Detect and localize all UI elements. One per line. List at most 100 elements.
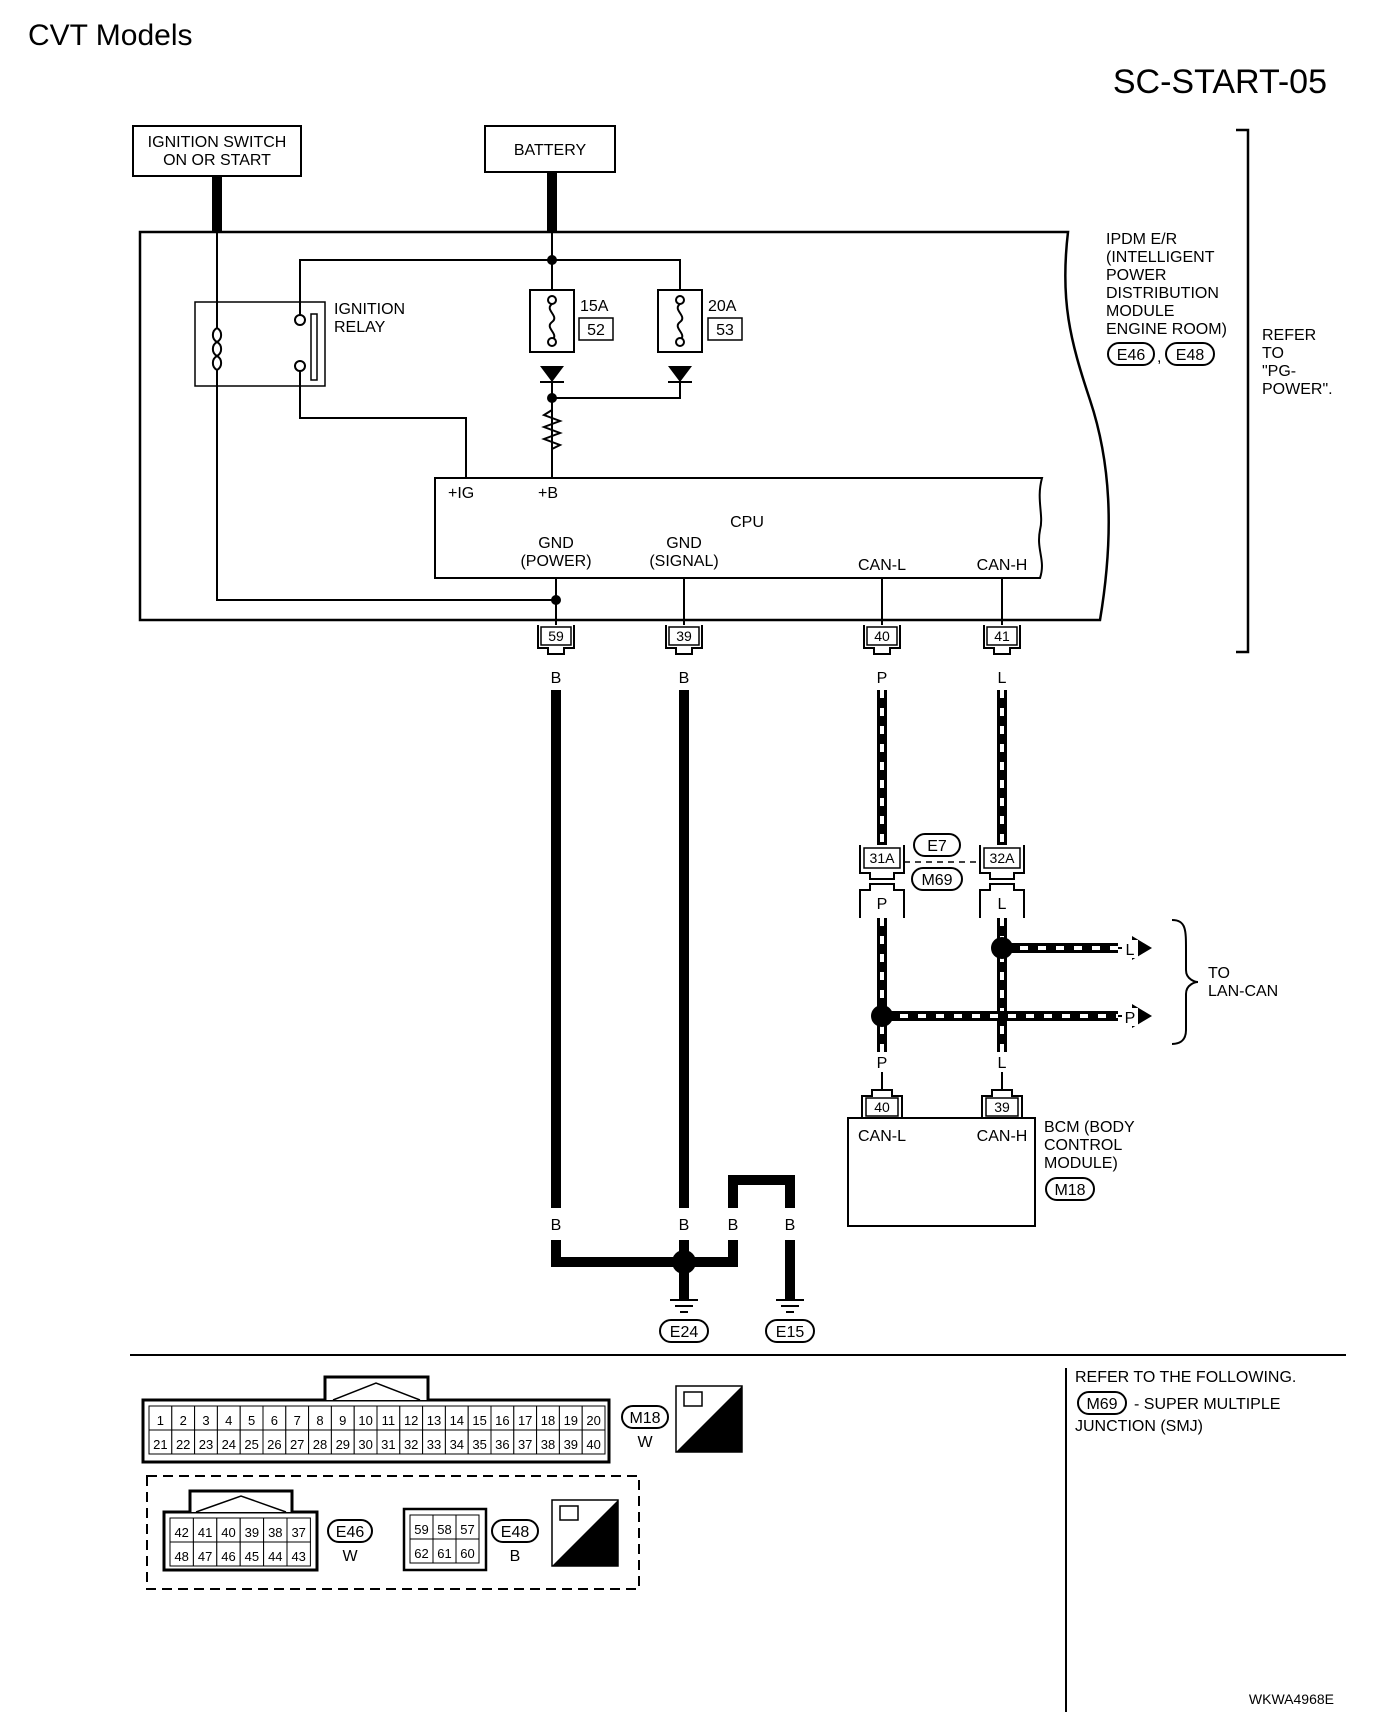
can-h-splice-dot xyxy=(991,937,1013,959)
pin-number: 59 xyxy=(414,1522,428,1537)
legend-e46-badge xyxy=(327,1519,373,1543)
bcm-terminal-39-label: 39 xyxy=(994,1099,1010,1115)
refer-pg-power: REFER TO "PG- POWER". xyxy=(1262,327,1333,398)
ground-symbol-icon xyxy=(776,1299,804,1313)
connector-e48-badge xyxy=(1165,342,1215,366)
pin-number: 6 xyxy=(271,1413,278,1428)
ignition-relay-box xyxy=(194,301,326,387)
battery-box xyxy=(484,125,616,173)
refer-m69-label: M69 xyxy=(1086,1396,1117,1413)
lan-can-brace xyxy=(1171,919,1199,1045)
pin-number: 5 xyxy=(248,1413,255,1428)
bcm-m18-label: M18 xyxy=(1054,1182,1085,1199)
harness-side-icon: H.S. xyxy=(675,1385,743,1453)
terminal-41 xyxy=(983,625,1021,655)
lan-can-label-1: TO xyxy=(1208,965,1230,982)
svg-text:"PG-: "PG- xyxy=(1262,363,1296,380)
pin-number: 3 xyxy=(202,1413,209,1428)
terminal-32a xyxy=(979,845,1025,918)
junction-dot xyxy=(547,393,557,403)
cpu-gnd-signal-2: (SIGNAL) xyxy=(649,553,718,570)
svg-text:REFER: REFER xyxy=(1262,327,1316,344)
terminal-31a xyxy=(859,845,905,918)
connector-e46-label: E46 xyxy=(1117,347,1146,364)
pin-number: 34 xyxy=(450,1437,464,1452)
pin-number: 18 xyxy=(541,1413,555,1428)
cpu-gnd-power-2: (POWER) xyxy=(520,553,591,570)
pin-number: 47 xyxy=(198,1549,212,1564)
fuse-15a xyxy=(529,289,575,383)
bcm-box xyxy=(847,1117,1036,1227)
legend-m18-label: M18 xyxy=(629,1410,660,1427)
resistor-icon xyxy=(541,409,563,450)
ground-e15-badge xyxy=(765,1319,815,1343)
ipdm-bracket xyxy=(1236,128,1250,654)
legend-e48-color: B xyxy=(510,1548,521,1565)
bcm-label: BCM (BODY CONTROL MODULE) xyxy=(1044,1119,1135,1172)
smj-e7-label: E7 xyxy=(927,838,947,855)
junction-dot xyxy=(547,255,557,265)
bcm-can-l: CAN-L xyxy=(858,1128,906,1145)
pin-number: 35 xyxy=(472,1437,486,1452)
terminal-40 xyxy=(863,625,901,655)
wire-color-b: B xyxy=(679,670,690,687)
ground-wires xyxy=(551,690,795,1300)
cpu-b-label: +B xyxy=(538,485,558,502)
pin-number: 45 xyxy=(245,1549,259,1564)
harness-side-icon: H.S. xyxy=(551,1499,619,1567)
wire-color-b: B xyxy=(551,1217,562,1234)
cpu-ig-label: +IG xyxy=(448,485,474,502)
pin-number: 44 xyxy=(268,1549,282,1564)
connector-e48-label: E48 xyxy=(1176,347,1205,364)
svg-text:H.S.: H.S. xyxy=(708,1431,741,1450)
legend-m18-color: W xyxy=(637,1434,653,1451)
cpu-title: CPU xyxy=(730,514,764,531)
pin-number: 26 xyxy=(267,1437,281,1452)
svg-text:BCM (BODY: BCM (BODY xyxy=(1044,1119,1135,1136)
svg-text:CONTROL: CONTROL xyxy=(1044,1137,1122,1154)
smj-m69-label: M69 xyxy=(921,872,952,889)
svg-text:TO: TO xyxy=(1262,345,1284,362)
fuse-15a-amp: 15A xyxy=(580,298,609,315)
legend-e48-badge xyxy=(491,1519,539,1543)
pin-number: 8 xyxy=(316,1413,323,1428)
pin-number: 28 xyxy=(313,1437,327,1452)
svg-text:MODULE: MODULE xyxy=(1106,303,1174,320)
connector-separator: , xyxy=(1157,349,1161,366)
label-bg xyxy=(1122,1008,1138,1026)
pin-number: 1 xyxy=(157,1413,164,1428)
fuse-20a xyxy=(657,289,703,383)
cpu-terminal-lines xyxy=(555,578,1003,625)
bcm-m18-badge xyxy=(1045,1177,1095,1201)
pin-number: 29 xyxy=(336,1437,350,1452)
pin-number: 12 xyxy=(404,1413,418,1428)
cpu-box xyxy=(434,477,1044,579)
figure-id: WKWA4968E xyxy=(1249,1691,1334,1707)
relay-contact-bottom xyxy=(294,360,306,372)
terminal-59 xyxy=(537,625,575,655)
svg-text:IPDM E/R: IPDM E/R xyxy=(1106,231,1177,248)
relay-label-1: IGNITION xyxy=(334,301,405,318)
relay-label-2: RELAY xyxy=(334,319,386,336)
refer-m69-badge xyxy=(1077,1391,1127,1415)
pin-number: 24 xyxy=(222,1437,236,1452)
pin-number: 15 xyxy=(472,1413,486,1428)
pin-number: 23 xyxy=(199,1437,213,1452)
connector-e46-badge xyxy=(1107,342,1155,366)
pin-number: 61 xyxy=(437,1546,451,1561)
fuse-52-box xyxy=(578,317,614,341)
fuse-53-number: 53 xyxy=(716,322,734,339)
pin-number: 42 xyxy=(174,1525,188,1540)
refer-item-text-2: JUNCTION (SMJ) xyxy=(1075,1418,1203,1435)
pin-number: 33 xyxy=(427,1437,441,1452)
ipdm-label: IPDM E/R (INTELLIGENT POWER DISTRIBUTION… xyxy=(1106,231,1227,338)
pin-number: 39 xyxy=(245,1525,259,1540)
pin-number: 10 xyxy=(358,1413,372,1428)
cpu-gnd-power-1: GND xyxy=(538,535,574,552)
terminal-59-label: 59 xyxy=(548,628,564,644)
wire-color-l: L xyxy=(998,670,1007,687)
pin-number: 58 xyxy=(437,1522,451,1537)
pin-number: 11 xyxy=(382,1413,396,1428)
